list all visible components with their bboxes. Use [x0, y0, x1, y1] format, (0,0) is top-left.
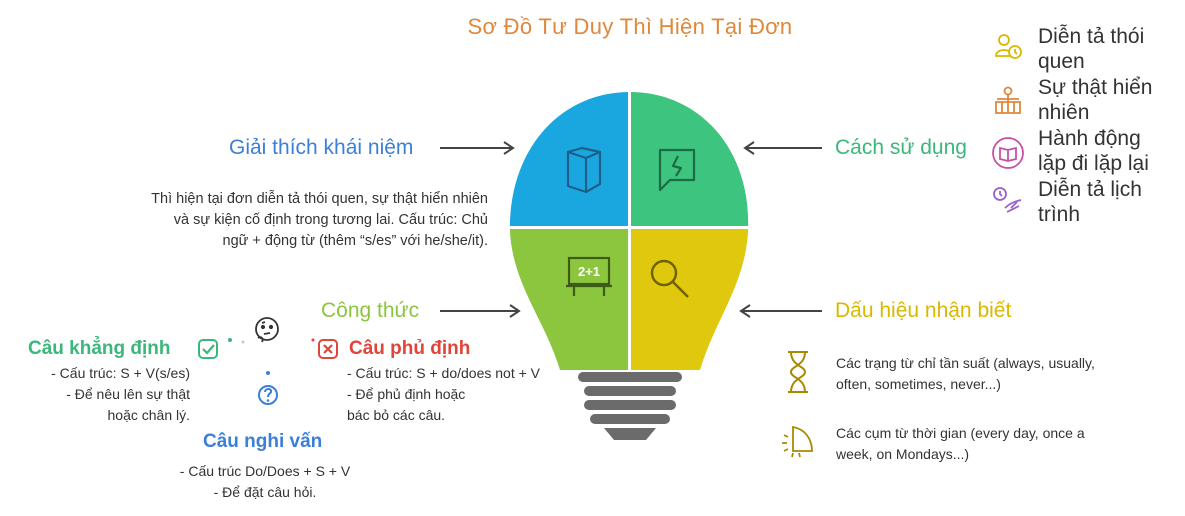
- habit-icon: [995, 34, 1022, 59]
- concept-description: Thì hiện tại đơn diễn tả thói quen, sự t…: [100, 189, 488, 252]
- usage-item-line: Diễn tả lịch: [1038, 178, 1142, 201]
- usage-item-line: quen: [1038, 50, 1085, 73]
- negative-line: - Để phủ định hoặc: [347, 386, 466, 402]
- bulb-base: [578, 372, 682, 440]
- svg-text:2+1: 2+1: [578, 264, 600, 279]
- sign-item-time-phrases: Các cụm từ thời gian (every day, once a …: [836, 423, 1166, 465]
- usage-item-line: nhiên: [1038, 101, 1090, 124]
- affirmative-title: Câu khẳng định: [28, 338, 171, 359]
- formula-heading: Công thức: [321, 299, 420, 322]
- diagram-title: Sơ Đồ Tư Duy Thì Hiện Tại Đơn: [467, 14, 793, 39]
- concept-line: và sự kiện cố định trong tương lai. Cấu …: [173, 212, 488, 228]
- concept-line: Thì hiện tại đơn diễn tả thói quen, sự t…: [151, 191, 488, 207]
- connector-dots: [228, 338, 315, 375]
- sign-line: Các trạng từ chỉ tần suất (always, usual…: [836, 355, 1095, 371]
- sign-line: often, sometimes, never...): [836, 376, 1001, 392]
- usage-heading: Cách sử dụng: [835, 136, 967, 159]
- book-icon: [566, 146, 602, 194]
- affirmative-line: - Cấu trúc: S + V(s/es): [51, 365, 190, 381]
- quadrant-formula: [509, 229, 628, 370]
- sign-line: week, on Mondays...): [836, 446, 970, 462]
- thinking-face-icon: [255, 317, 279, 343]
- negative-text: - Cấu trúc: S + do/does not + V - Để phủ…: [347, 363, 607, 426]
- truth-scale-icon: [995, 86, 1021, 114]
- check-badge-icon: [198, 339, 218, 359]
- question-title: Câu nghi vấn: [203, 431, 323, 452]
- usage-item-line: trình: [1038, 203, 1081, 226]
- hourglass-icon: [788, 351, 808, 393]
- schedule-icon: [993, 187, 1022, 213]
- cross-badge-icon: [318, 339, 338, 359]
- magnifier-icon: [650, 259, 689, 298]
- question-badge-icon: [258, 385, 278, 405]
- blackboard-icon: 2+1: [566, 256, 612, 296]
- concept-line: ngữ + động từ (thêm “s/es” với he/she/it…: [222, 233, 488, 249]
- affirmative-text: - Cấu trúc: S + V(s/es) - Để nêu lên sự …: [10, 363, 190, 426]
- negative-line: bác bỏ các câu.: [347, 407, 446, 423]
- affirmative-line: - Để nêu lên sự thật: [66, 386, 190, 402]
- sign-line: Các cụm từ thời gian (every day, once a: [836, 425, 1085, 441]
- sign-item-adverbs: Các trạng từ chỉ tần suất (always, usual…: [836, 353, 1166, 395]
- usage-item-line: Hành động: [1038, 127, 1141, 150]
- question-text: - Cấu trúc Do/Does + S + V - Để đặt câu …: [160, 461, 370, 503]
- negative-line: - Cấu trúc: S + do/does not + V: [347, 365, 540, 381]
- usage-item-line: lặp đi lặp lại: [1038, 152, 1149, 175]
- quadrant-signs: [631, 229, 749, 370]
- question-line: - Để đặt câu hỏi.: [213, 484, 317, 500]
- repeat-book-icon: [992, 137, 1024, 169]
- usage-item-schedule: Diễn tả lịch trình: [1038, 177, 1142, 227]
- question-line: - Cấu trúc Do/Does + S + V: [179, 463, 351, 479]
- usage-item-repeat: Hành động lặp đi lặp lại: [1038, 126, 1149, 176]
- quadrant-usage: [631, 92, 749, 226]
- usage-item-truth: Sự thật hiển nhiên: [1038, 75, 1152, 125]
- usage-item-habit: Diễn tả thói quen: [1038, 24, 1144, 74]
- affirmative-line: hoặc chân lý.: [107, 407, 191, 423]
- time-phrase-icon: [782, 425, 813, 458]
- negative-title: Câu phủ định: [349, 338, 471, 359]
- concept-heading: Giải thích khái niệm: [229, 136, 414, 159]
- arrows: [440, 141, 822, 318]
- quadrant-concept: [509, 92, 628, 226]
- usage-item-line: Sự thật hiển: [1038, 76, 1153, 99]
- usage-item-line: Diễn tả thói: [1038, 25, 1145, 48]
- speech-bubble-icon: [658, 148, 696, 192]
- signs-heading: Dấu hiệu nhận biết: [835, 299, 1012, 322]
